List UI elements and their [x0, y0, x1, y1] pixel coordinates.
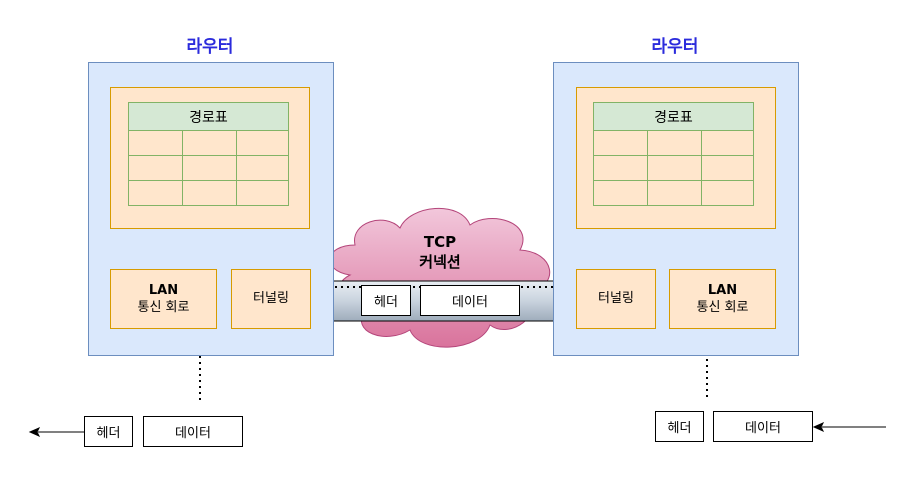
table-row [594, 131, 753, 156]
tunnel-module-left: 터널링 [231, 269, 311, 329]
routing-table-left [128, 131, 289, 206]
lan-module-left: LAN 통신 회로 [110, 269, 217, 329]
connection-label: 커넥션 [419, 253, 461, 271]
tunnel-packet-data: 데이터 [420, 285, 520, 316]
right-packet-data: 데이터 [713, 411, 813, 442]
left-packet-data: 데이터 [143, 416, 243, 447]
table-row [129, 131, 288, 156]
right-packet-header: 헤더 [655, 411, 704, 442]
table-row [594, 181, 753, 206]
router-title-left: 라우터 [186, 37, 234, 57]
lan-label-left: LAN [148, 283, 179, 298]
routing-table-header-left: 경로표 [128, 102, 289, 131]
tcp-connection-label: TCP 커넥션 [395, 232, 485, 272]
lan-label-right: LAN [707, 283, 738, 298]
left-packet-header: 헤더 [84, 416, 133, 447]
lan-sub-label-right: 통신 회로 [696, 300, 749, 315]
tcp-cloud [329, 207, 551, 348]
tunnel-label-right: 터널링 [598, 291, 634, 306]
router-title-right: 라우터 [651, 37, 699, 57]
table-row [129, 156, 288, 181]
outgoing-arrow-head [28, 426, 41, 438]
tcp-label: TCP [423, 233, 457, 251]
incoming-arrow-head [812, 421, 825, 433]
tunnel-packet-header: 헤더 [361, 285, 411, 316]
routing-table-header-right: 경로표 [593, 102, 754, 131]
tunnel-label-left: 터널링 [253, 291, 289, 306]
tunnel-module-right: 터널링 [576, 269, 656, 329]
table-row [129, 181, 288, 206]
table-row [594, 156, 753, 181]
lan-sub-label-left: 통신 회로 [137, 300, 190, 315]
routing-table-right [593, 131, 754, 206]
lan-module-right: LAN 통신 회로 [669, 269, 776, 329]
